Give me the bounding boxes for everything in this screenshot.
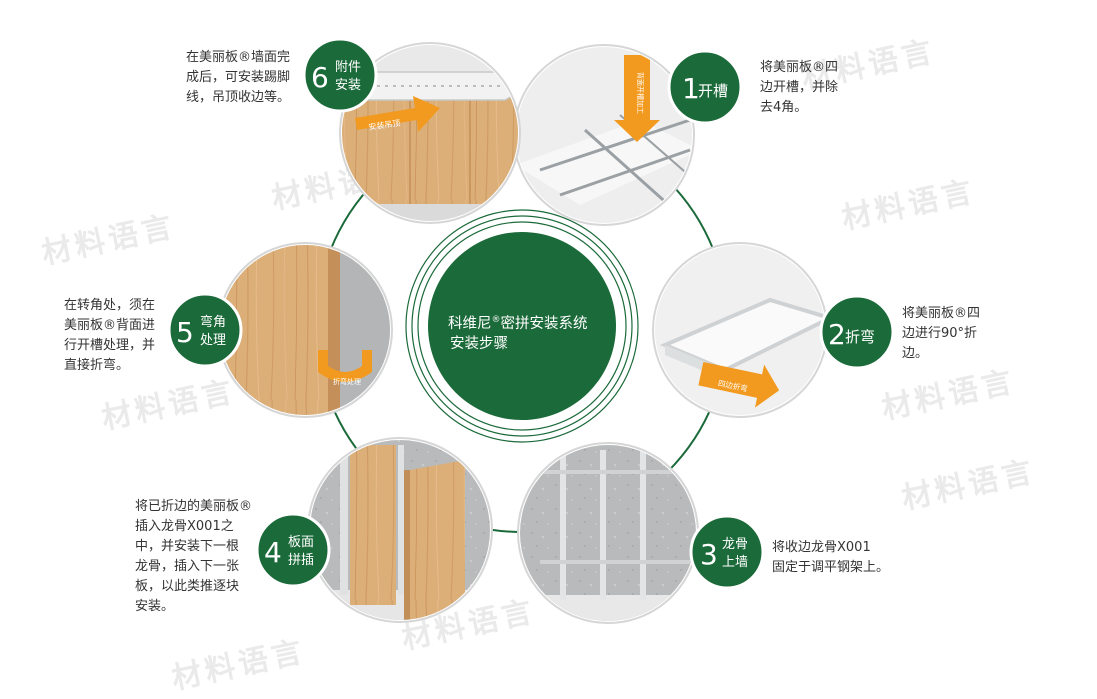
step-6-description: 在美丽板®墙面完 成后，可安装踢脚 线，吊顶收边等。 [186,50,291,105]
svg-text:1: 1 [682,72,700,105]
step-1-description: 将美丽板®四 边开槽，并除 去4角。 [760,60,839,115]
center-ring [411,215,633,437]
center-disc [428,232,616,420]
center-ring [417,221,627,431]
step-5-description: 在转角处，须在 美丽板®背面进 行开槽处理，并 直接折弯。 [64,298,156,373]
bending-image: 四边折弯 [652,242,828,418]
step-tag: 折弯处理 [333,377,361,386]
svg-text:龙骨: 龙骨 [722,537,748,552]
svg-text:上墙: 上墙 [722,555,748,570]
svg-text:弯角: 弯角 [200,314,226,330]
svg-text:安装: 安装 [335,78,361,93]
svg-text:拼插: 拼插 [288,553,314,568]
svg-text:折弯: 折弯 [845,328,875,346]
svg-text:处理: 处理 [200,333,226,348]
svg-text:2: 2 [828,318,846,351]
svg-text:开槽: 开槽 [698,82,728,100]
step-3-description: 将收边龙骨X001 固定于调平钢架上。 [772,540,890,575]
svg-text:附件: 附件 [335,60,361,75]
step-badge-6: 6 附件 安装 [302,37,378,113]
step-badge-1: 1 开槽 [667,49,743,125]
step-badge-4: 4 板面 拼插 [255,512,331,588]
step-2-description: 将美丽板®四 边进行90°折 边。 [902,306,981,361]
svg-text:5: 5 [176,316,194,349]
svg-text:6: 6 [311,61,329,94]
slotting-image: 背面开槽加工 [513,44,695,226]
center-title: 科维尼®密拼安装系统 [448,315,588,332]
corner-image: 折弯处理 [217,242,393,418]
center-subtitle: 安装步骤 [450,335,508,352]
step-badge-3: 3 龙骨 上墙 [689,514,765,590]
svg-text:板面: 板面 [288,535,314,550]
svg-text:3: 3 [700,538,718,571]
step-tag: 安装吊顶 [368,118,401,132]
keel-image [517,442,699,624]
step-tag: 背面开槽加工 [636,72,645,114]
step-4-description: 将已折边的美丽板® 插入龙骨X001之 中，并安装下一根 龙骨，插入下一张 板，… [135,499,253,614]
step-badge-2: 2 折弯 [819,294,895,370]
svg-text:4: 4 [264,536,282,569]
step-badge-5: 5 弯角 处理 [167,292,243,368]
center-ring [405,209,639,443]
panel-insert-image [307,437,493,623]
